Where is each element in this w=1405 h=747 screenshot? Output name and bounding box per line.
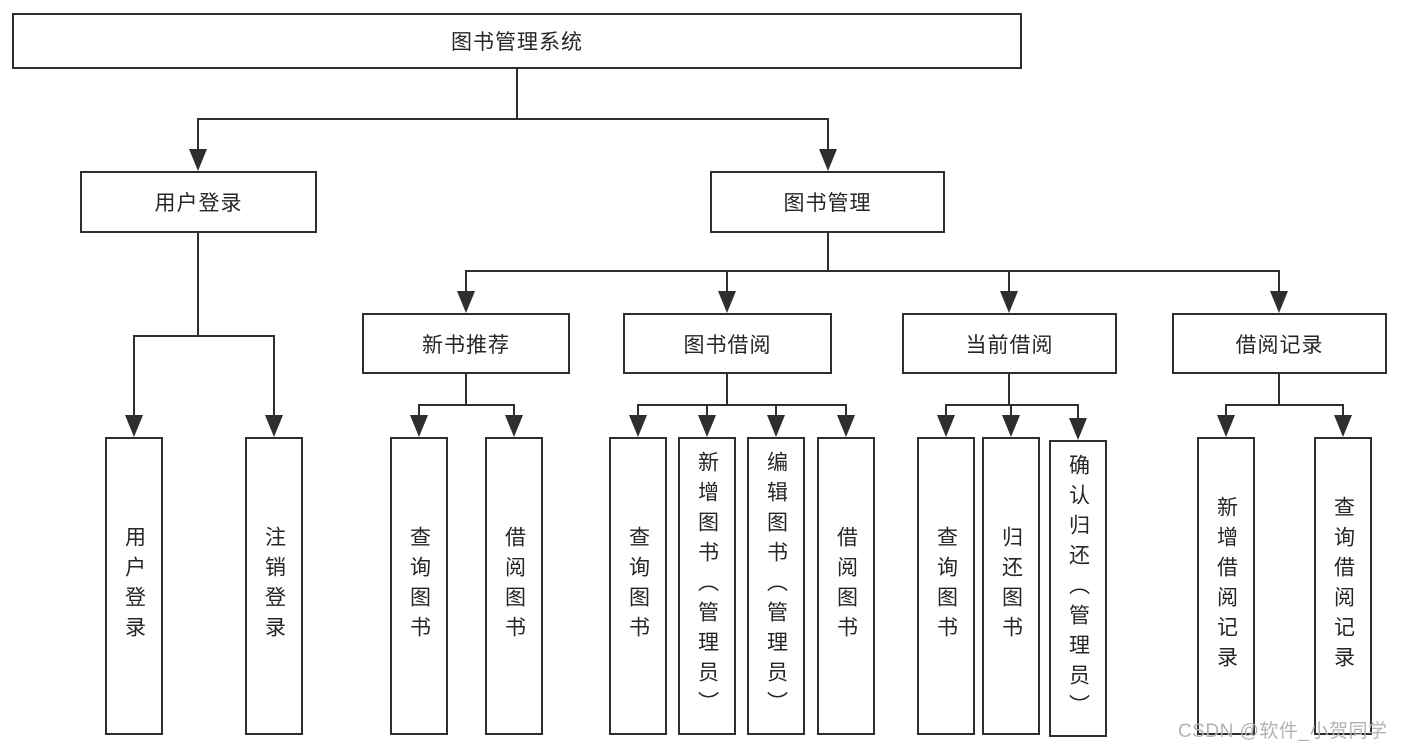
connector-new-book-recommend-stem bbox=[465, 374, 467, 405]
node-current-borrow-label: 当前借阅 bbox=[965, 333, 1054, 357]
leaf-query-borrow-record-label: 查询借阅记录 bbox=[1331, 496, 1355, 676]
connector-user-login-stem bbox=[197, 233, 199, 336]
connector-drop-cb-query-books bbox=[945, 404, 947, 416]
connector-drop-cb-confirm-return bbox=[1077, 404, 1079, 418]
arrowhead-user-login bbox=[189, 149, 207, 171]
connector-current-borrow-bar bbox=[945, 404, 1079, 406]
connector-root-stem bbox=[516, 69, 518, 119]
arrowhead-cb-query-books bbox=[937, 415, 955, 437]
node-user-login-label: 用户登录 bbox=[154, 192, 243, 215]
node-book-management: 图书管理 bbox=[710, 171, 945, 233]
leaf-current-query-books: 查询图书 bbox=[917, 437, 975, 735]
leaf-add-borrow-record-label: 新增借阅记录 bbox=[1214, 496, 1238, 676]
connector-drop-bb-query-books bbox=[637, 404, 639, 416]
arrowhead-rec-query-books bbox=[410, 415, 428, 437]
csdn-watermark: CSDN @软件_小贺同学 bbox=[1178, 721, 1388, 742]
leaf-borrow-borrow-books: 借阅图书 bbox=[817, 437, 875, 735]
connector-drop-rec-borrow-books bbox=[513, 404, 515, 416]
node-new-book-recommend: 新书推荐 bbox=[362, 313, 570, 374]
connector-level1-bar bbox=[197, 118, 829, 120]
node-book-borrow-label: 图书借阅 bbox=[683, 333, 772, 357]
connector-borrow-records-bar bbox=[1225, 404, 1344, 406]
arrowhead-cb-return-books bbox=[1002, 415, 1020, 437]
leaf-logout: 注销登录 bbox=[245, 437, 303, 735]
connector-drop-book-borrow bbox=[726, 270, 728, 292]
arrowhead-br-add-record bbox=[1217, 415, 1235, 437]
arrowhead-cb-confirm-return bbox=[1069, 418, 1087, 440]
connector-drop-new-book-recommend bbox=[465, 270, 467, 292]
arrowhead-leaf-login bbox=[125, 415, 143, 437]
leaf-user-login: 用户登录 bbox=[105, 437, 163, 735]
arrowhead-book-management bbox=[819, 149, 837, 171]
leaf-add-books-admin: 新增图书（管理员） bbox=[678, 437, 736, 735]
connector-drop-book-management bbox=[827, 118, 829, 150]
connector-drop-leaf-logout bbox=[273, 335, 275, 416]
leaf-user-login-label: 用户登录 bbox=[122, 526, 146, 646]
leaf-query-borrow-record: 查询借阅记录 bbox=[1314, 437, 1372, 735]
node-library-management-system-label: 图书管理系统 bbox=[451, 31, 583, 54]
connector-new-book-recommend-bar bbox=[418, 404, 515, 406]
leaf-current-query-books-label: 查询图书 bbox=[934, 526, 958, 646]
connector-drop-borrow-records bbox=[1278, 270, 1280, 292]
connector-drop-bb-add-books bbox=[706, 404, 708, 416]
connector-book-borrow-bar bbox=[637, 404, 847, 406]
leaf-return-books-label: 归还图书 bbox=[999, 526, 1023, 646]
arrowhead-bb-edit-books bbox=[767, 415, 785, 437]
connector-book-management-stem bbox=[827, 233, 829, 271]
connector-book-borrow-stem bbox=[726, 374, 728, 405]
leaf-edit-books-admin: 编辑图书（管理员） bbox=[747, 437, 805, 735]
connector-user-login-bar bbox=[133, 335, 275, 337]
arrowhead-current-borrow bbox=[1000, 291, 1018, 313]
arrowhead-rec-borrow-books bbox=[505, 415, 523, 437]
connector-drop-user-login bbox=[197, 118, 199, 150]
leaf-recommend-borrow-books: 借阅图书 bbox=[485, 437, 543, 735]
arrowhead-br-query-record bbox=[1334, 415, 1352, 437]
connector-current-borrow-stem bbox=[1008, 374, 1010, 405]
arrowhead-new-book-recommend bbox=[457, 291, 475, 313]
leaf-confirm-return-admin: 确认归还（管理员） bbox=[1049, 440, 1107, 737]
arrowhead-book-borrow bbox=[718, 291, 736, 313]
connector-drop-current-borrow bbox=[1008, 270, 1010, 292]
connector-drop-leaf-login bbox=[133, 335, 135, 416]
connector-drop-rec-query-books bbox=[418, 404, 420, 416]
node-book-management-label: 图书管理 bbox=[783, 192, 872, 215]
connector-borrow-records-stem bbox=[1278, 374, 1280, 405]
connector-drop-bb-edit-books bbox=[775, 404, 777, 416]
arrowhead-bb-borrow-books bbox=[837, 415, 855, 437]
leaf-borrow-query-books: 查询图书 bbox=[609, 437, 667, 735]
leaf-recommend-query-books-label: 查询图书 bbox=[407, 526, 431, 646]
arrowhead-bb-query-books bbox=[629, 415, 647, 437]
connector-drop-cb-return-books bbox=[1010, 404, 1012, 416]
connector-drop-br-add-record bbox=[1225, 404, 1227, 416]
leaf-recommend-query-books: 查询图书 bbox=[390, 437, 448, 735]
leaf-add-books-admin-label: 新增图书（管理员） bbox=[695, 451, 719, 721]
node-book-borrow: 图书借阅 bbox=[623, 313, 832, 374]
arrowhead-leaf-logout bbox=[265, 415, 283, 437]
node-current-borrow: 当前借阅 bbox=[902, 313, 1117, 374]
leaf-return-books: 归还图书 bbox=[982, 437, 1040, 735]
leaf-logout-label: 注销登录 bbox=[262, 526, 286, 646]
node-library-management-system: 图书管理系统 bbox=[12, 13, 1022, 69]
node-borrow-records-label: 借阅记录 bbox=[1235, 333, 1324, 357]
node-new-book-recommend-label: 新书推荐 bbox=[422, 333, 510, 357]
connector-level3-bar bbox=[465, 270, 1280, 272]
leaf-add-borrow-record: 新增借阅记录 bbox=[1197, 437, 1255, 735]
leaf-recommend-borrow-books-label: 借阅图书 bbox=[502, 526, 526, 646]
leaf-borrow-borrow-books-label: 借阅图书 bbox=[834, 526, 858, 646]
leaf-borrow-query-books-label: 查询图书 bbox=[626, 526, 650, 646]
leaf-confirm-return-admin-label: 确认归还（管理员） bbox=[1066, 453, 1090, 724]
arrowhead-borrow-records bbox=[1270, 291, 1288, 313]
connector-drop-bb-borrow-books bbox=[845, 404, 847, 416]
leaf-edit-books-admin-label: 编辑图书（管理员） bbox=[764, 451, 788, 721]
node-user-login: 用户登录 bbox=[80, 171, 317, 233]
arrowhead-bb-add-books bbox=[698, 415, 716, 437]
node-borrow-records: 借阅记录 bbox=[1172, 313, 1387, 374]
connector-drop-br-query-record bbox=[1342, 404, 1344, 416]
